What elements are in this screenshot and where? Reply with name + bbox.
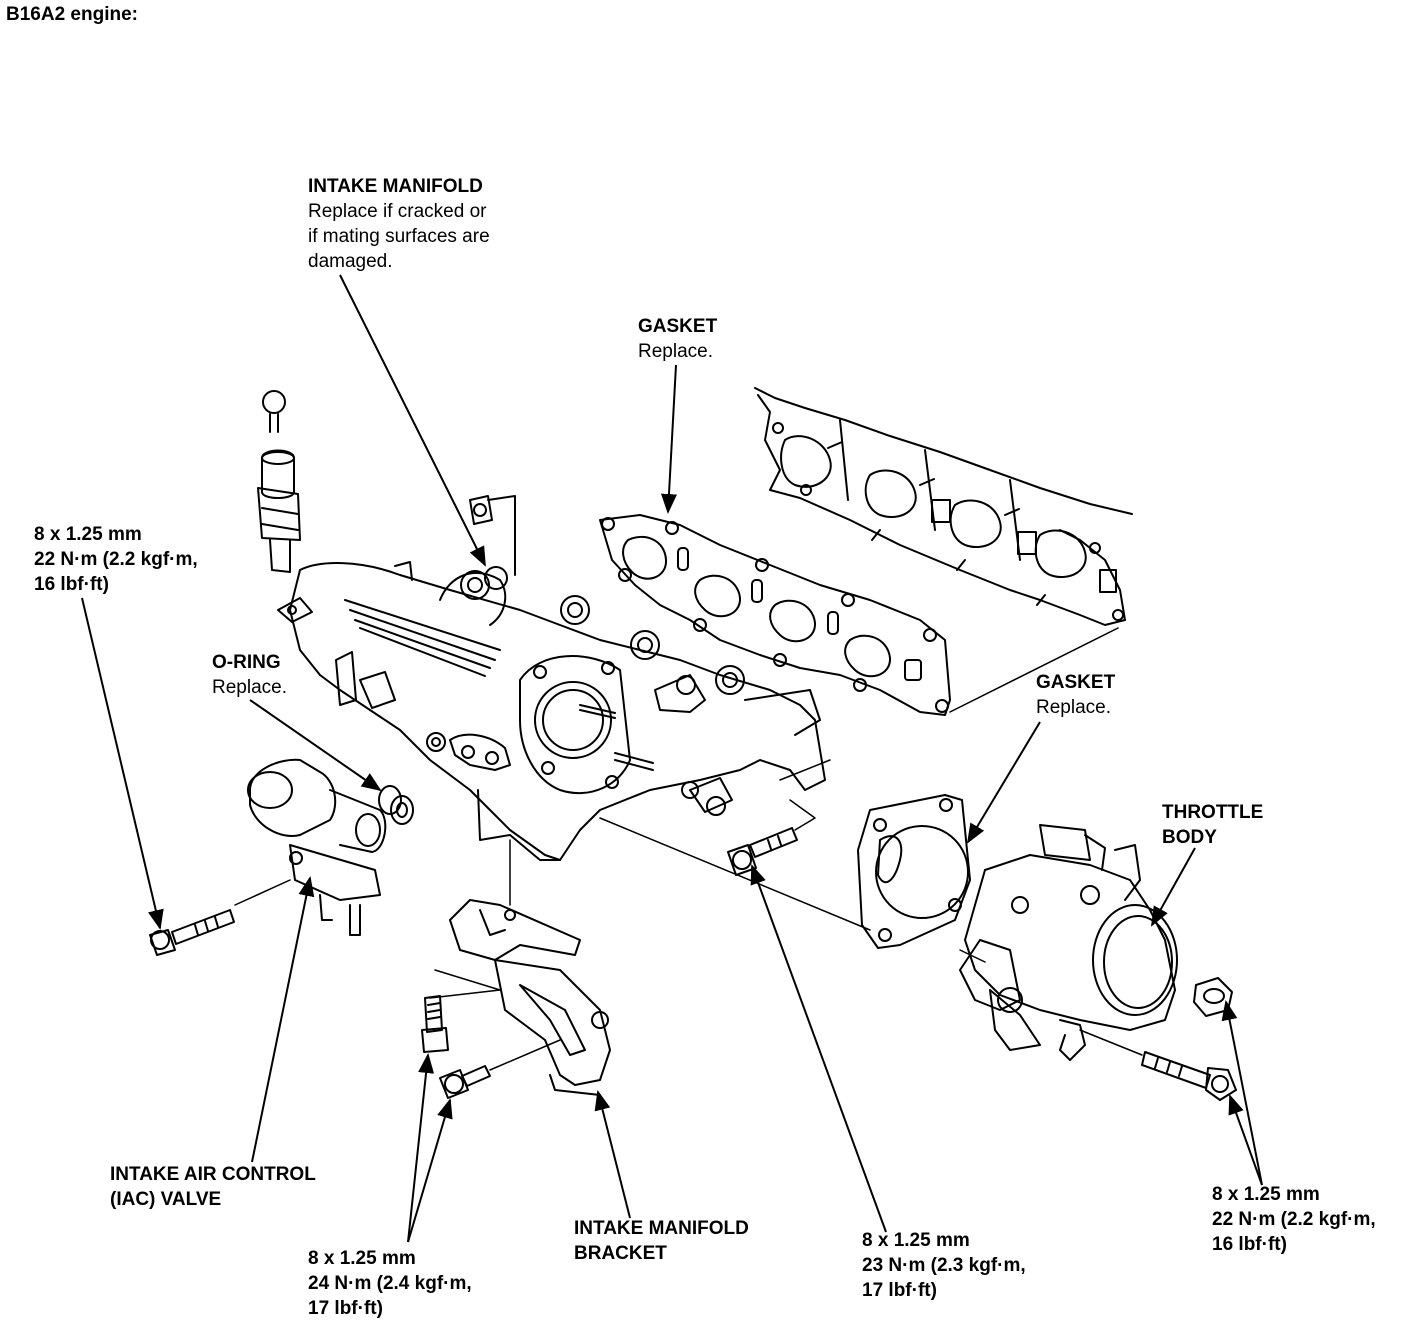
label-iac-valve: INTAKE AIR CONTROL (IAC) VALVE (110, 1164, 316, 1210)
cylinder-head (754, 387, 1133, 626)
torque-iac-bolt: 8 x 1.25 mm 22 N·m (2.2 kgf·m, 16 lbf·ft… (34, 524, 198, 595)
intake-manifold (277, 561, 826, 861)
stud-bolt (469, 495, 516, 576)
label-o-ring: O-RING Replace. (212, 652, 287, 698)
throttle-body (959, 824, 1178, 1061)
intake-manifold-gasket (599, 514, 951, 716)
throttle-body-gasket (857, 794, 971, 949)
manifold-bracket (449, 839, 611, 1096)
label-throttle-body: THROTTLE BODY (1162, 802, 1264, 848)
page-title: B16A2 engine: (6, 4, 138, 25)
label-manifold-bracket: INTAKE MANIFOLD BRACKET (574, 1218, 749, 1264)
throttle-bolt (1141, 1051, 1237, 1101)
alignment-lines (599, 627, 1143, 1056)
label-gasket-upper: GASKET Replace. (638, 316, 718, 362)
torque-bracket-bolts: 8 x 1.25 mm 24 N·m (2.4 kgf·m, 17 lbf·ft… (308, 1248, 472, 1319)
iac-bolt (149, 879, 291, 956)
bracket-bolt-lower (439, 1039, 561, 1099)
top-sensor (257, 390, 301, 573)
leader-arrows (81, 274, 1263, 1243)
label-gasket-lower: GASKET Replace. (1036, 672, 1116, 718)
manifold-bolt (727, 799, 816, 876)
o-ring (378, 785, 414, 825)
bracket-bolt-upper (421, 969, 501, 1053)
torque-throttle-bolts: 8 x 1.25 mm 22 N·m (2.2 kgf·m, 16 lbf·ft… (1212, 1184, 1376, 1255)
iac-valve (247, 758, 387, 936)
throttle-bolt-nut (1193, 977, 1233, 1017)
torque-manifold-bolt: 8 x 1.25 mm 23 N·m (2.3 kgf·m, 17 lbf·ft… (862, 1230, 1026, 1301)
label-intake-manifold: INTAKE MANIFOLD Replace if cracked or if… (308, 176, 490, 272)
